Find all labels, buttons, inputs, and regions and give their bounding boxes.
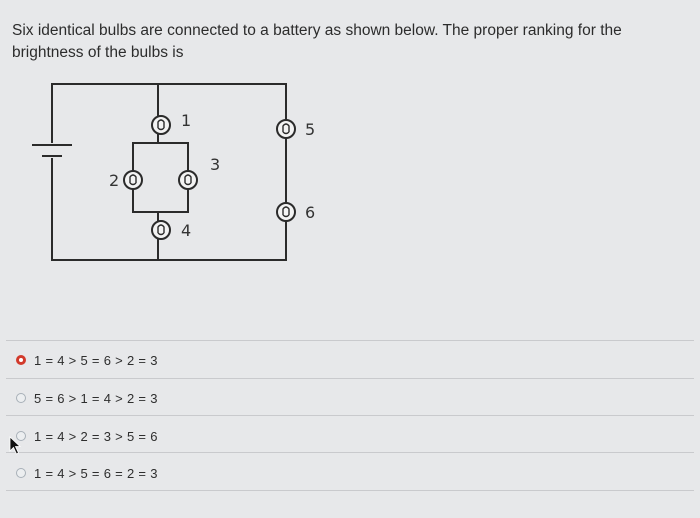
bulb-3-label: 3 — [210, 155, 220, 174]
bulb-5-icon — [276, 119, 296, 139]
bulb-4-label: 4 — [181, 221, 191, 240]
radio-icon[interactable] — [16, 393, 26, 403]
mouse-cursor-icon — [9, 436, 22, 455]
divider — [6, 452, 694, 453]
radio-selected-icon[interactable] — [16, 355, 26, 365]
bulb-4-icon — [151, 220, 171, 240]
option-label: 1 = 4 > 5 = 6 = 2 = 3 — [34, 465, 158, 481]
divider — [6, 415, 694, 416]
bulb-1-label: 1 — [181, 111, 191, 130]
divider — [6, 490, 694, 491]
divider — [6, 340, 694, 341]
bulb-6-label: 6 — [305, 203, 315, 222]
circuit-outer-wire — [51, 83, 287, 261]
radio-icon[interactable] — [16, 431, 26, 441]
answer-option-1[interactable]: 1 = 4 > 5 = 6 > 2 = 3 — [0, 347, 700, 373]
option-label: 1 = 4 > 2 = 3 > 5 = 6 — [34, 428, 158, 444]
circuit-diagram: 1 2 3 4 5 6 — [32, 83, 315, 261]
answer-option-2[interactable]: 5 = 6 > 1 = 4 > 2 = 3 — [0, 385, 700, 411]
divider — [6, 378, 694, 379]
bulb-5-label: 5 — [305, 120, 315, 139]
bulb-6-icon — [276, 202, 296, 222]
battery-icon — [32, 144, 72, 157]
bulb-3-icon — [178, 170, 198, 190]
option-label: 1 = 4 > 5 = 6 > 2 = 3 — [34, 352, 158, 368]
inner-branch-wire — [132, 83, 189, 261]
option-label: 5 = 6 > 1 = 4 > 2 = 3 — [34, 390, 158, 406]
bulb-1-icon — [151, 115, 171, 135]
bulb-2-label: 2 — [109, 171, 119, 190]
bulb-2-icon — [123, 170, 143, 190]
answer-option-4[interactable]: 1 = 4 > 5 = 6 = 2 = 3 — [0, 460, 700, 486]
answer-option-3[interactable]: 1 = 4 > 2 = 3 > 5 = 6 — [0, 423, 700, 449]
question-text: Six identical bulbs are connected to a b… — [12, 22, 622, 61]
radio-icon[interactable] — [16, 468, 26, 478]
